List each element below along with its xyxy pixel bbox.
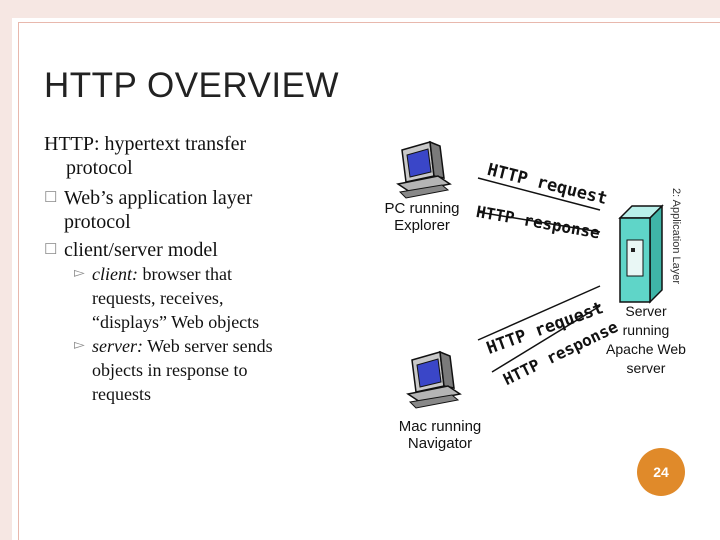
mac-computer-icon xyxy=(406,350,462,409)
pc-computer-icon xyxy=(396,140,452,199)
arrow-request-bottom xyxy=(477,285,601,341)
page-number-badge: 24 xyxy=(637,448,685,496)
sub-bullet-text-cont: requests xyxy=(92,384,151,404)
arrow-response-top xyxy=(477,211,601,233)
heading-line-1: HTTP: hypertext transfer xyxy=(44,133,247,155)
sub-bullet-text: Web server sends xyxy=(142,336,273,356)
sub-bullet-icon: ▻ xyxy=(74,266,85,281)
bullet-square-icon: ☐ xyxy=(44,190,58,206)
sub-bullet-text-cont: requests, receives, xyxy=(92,288,224,308)
pc-label: PC running Explorer xyxy=(380,200,464,234)
sub-bullet-text-cont: “displays” Web objects xyxy=(92,312,260,332)
bullet-text: client/server model xyxy=(64,239,218,261)
mac-label-line1: Mac running xyxy=(398,418,482,435)
heading-line-2: protocol xyxy=(66,157,133,179)
mac-label-line2: Navigator xyxy=(407,435,473,452)
bullet-item: ☐ client/server model xyxy=(44,238,344,262)
body-text: HTTP: hypertext transfer protocol ☐ Web’… xyxy=(44,132,344,406)
pc-label-line1: PC running xyxy=(384,200,460,217)
sub-bullet-label: server: xyxy=(92,336,143,356)
frame-top-rule xyxy=(18,22,720,23)
frame-left-band xyxy=(0,0,12,540)
server-label: Server running Apache Web server xyxy=(594,302,698,378)
sub-bullet-label: client: xyxy=(92,264,138,284)
sub-bullet-text: browser that xyxy=(137,264,232,284)
slide-canvas xyxy=(12,18,720,540)
arrow-request-top xyxy=(477,177,601,211)
bullet-item: ☐ Web’s application layer protocol xyxy=(44,186,344,234)
mac-label: Mac running Navigator xyxy=(390,418,490,452)
server-label-line: Apache Web xyxy=(606,341,686,357)
slide-title: HTTP OVERVIEW xyxy=(44,66,339,105)
bullet-text-cont: protocol xyxy=(64,211,131,233)
pc-label-line2: Explorer xyxy=(394,217,450,234)
bullet-text: Web’s application layer xyxy=(64,187,253,209)
sub-bullet-icon: ▻ xyxy=(74,338,85,353)
server-label-line: running xyxy=(622,322,670,338)
arrows xyxy=(477,177,601,373)
sub-bullet-text-cont: objects in response to xyxy=(92,360,248,380)
arrow-response-bottom xyxy=(491,305,601,373)
frame-left-rule xyxy=(18,22,19,540)
server-label-line: Server xyxy=(625,303,667,319)
server-label-line: server xyxy=(626,360,666,376)
bullet-square-icon: ☐ xyxy=(44,242,58,258)
frame-top-band xyxy=(0,0,720,18)
server-tower-icon xyxy=(618,204,664,304)
sub-bullet-item: ▻ server: Web server sends objects in re… xyxy=(44,334,344,406)
sub-bullet-item: ▻ client: browser that requests, receive… xyxy=(44,262,344,334)
